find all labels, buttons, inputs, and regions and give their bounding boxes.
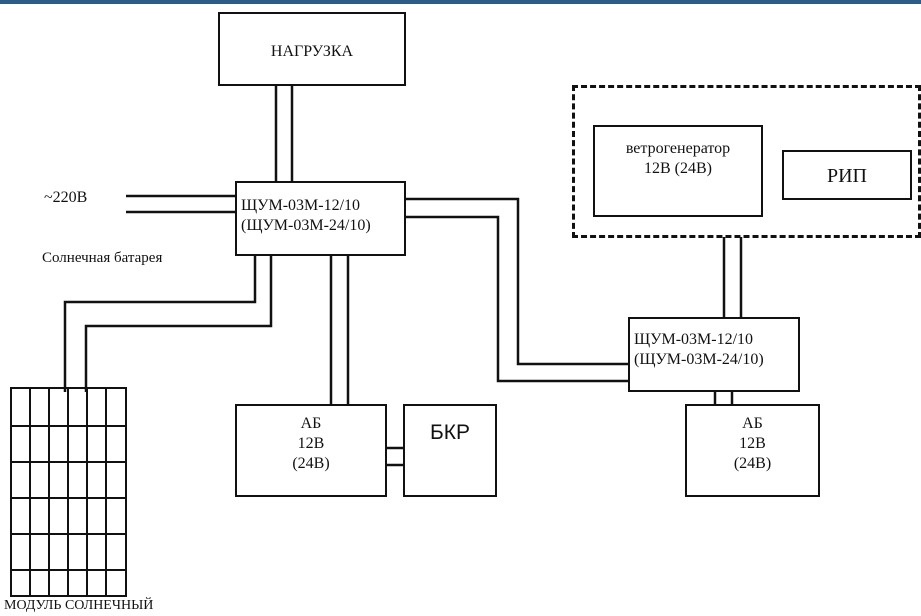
load-box: НАГРУЗКА [218, 12, 406, 86]
ac-input-label: ~220В [44, 189, 88, 206]
battery-1-line3: (24В) [292, 455, 330, 472]
wind-generator-box: ветрогенератор 12В (24В) [593, 125, 763, 217]
wind-generator-line2: 12В (24В) [644, 160, 712, 177]
wire-link-b [406, 215, 628, 383]
solar-module-label: МОДУЛЬ СОЛНЕЧНЫЙ [4, 598, 154, 613]
controller-wind-line1: ЩУМ-03М-12/10 [634, 331, 754, 348]
battery-2-line1: АБ [742, 415, 763, 432]
rip-box: РИП [782, 150, 912, 200]
wire-solar-b [84, 256, 273, 392]
battery-2-line2: 12В [739, 435, 766, 452]
wind-generator-line1: ветрогенератор [625, 140, 731, 157]
controller-wind-line2: (ЩУМ-03М-24/10) [634, 351, 764, 368]
controller-main-line1: ЩУМ-03М-12/10 [241, 197, 361, 214]
bkr-label: БКР [429, 421, 471, 444]
wind-power-group [572, 85, 921, 238]
controller-main-line2: (ЩУМ-03М-24/10) [241, 217, 371, 234]
solar-battery-label: Солнечная батарея [42, 250, 163, 266]
wire-solar-a [63, 256, 257, 392]
bkr-box: БКР [403, 404, 497, 497]
battery-1-box: АБ 12В (24В) [235, 404, 387, 497]
battery-2-line3: (24В) [733, 455, 772, 472]
controller-wind-box: ЩУМ-03М-12/10 (ЩУМ-03М-24/10) [628, 317, 800, 392]
load-label: НАГРУЗКА [270, 43, 354, 60]
rip-label: РИП [826, 165, 867, 187]
battery-2-box: АБ 12В (24В) [685, 404, 820, 497]
battery-1-line1: АБ [300, 415, 322, 432]
top-accent-bar [0, 0, 921, 4]
controller-main-box: ЩУМ-03М-12/10 (ЩУМ-03М-24/10) [235, 181, 406, 256]
wire-link-a [406, 197, 628, 366]
battery-1-line2: 12В [297, 435, 325, 452]
solar-module-grid [10, 387, 127, 597]
